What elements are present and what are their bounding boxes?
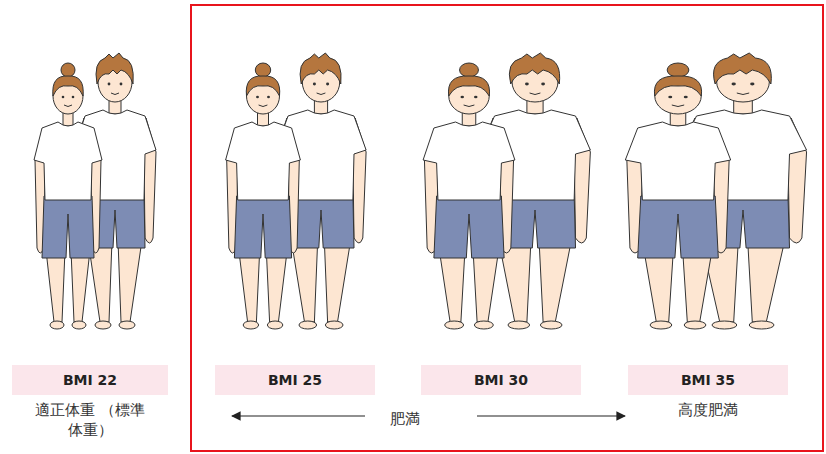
bmi-band: BMI 35 <box>628 365 788 395</box>
group-label: 肥満 <box>365 410 445 429</box>
weight-note: 適正体重 （標準体重） <box>35 400 145 440</box>
severe-obesity-label: 高度肥満 <box>658 400 758 420</box>
bmi-band: BMI 30 <box>421 365 581 395</box>
bmi-value: BMI 30 <box>474 372 528 388</box>
bmi-value: BMI 25 <box>268 372 322 388</box>
bmi-value: BMI 35 <box>681 372 735 388</box>
obesity-frame: 肥満 BMI 25 BMI 30 BMI 35 <box>190 4 824 452</box>
bmi-value: BMI 22 <box>63 372 117 388</box>
bmi-band: BMI 25 <box>215 365 375 395</box>
bmi-band: BMI 22 <box>12 365 168 395</box>
